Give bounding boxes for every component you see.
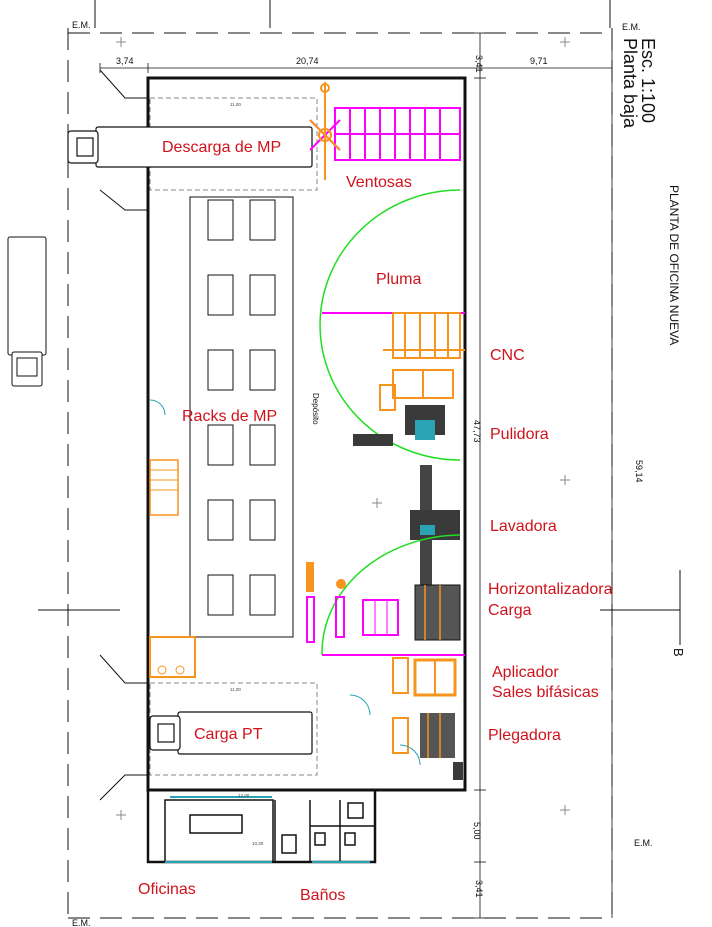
label-ventosas: Ventosas: [346, 174, 412, 191]
pluma-arc: [319, 189, 461, 461]
level-mark: E.M.: [622, 22, 641, 32]
label-aplicador: Aplicador: [492, 664, 559, 681]
level-mark: E.M.: [72, 918, 91, 927]
label-descarga: Descarga de MP: [162, 139, 281, 156]
dim-office-width: 12,00: [238, 793, 250, 798]
pulidora-machine: [353, 384, 445, 446]
column-markers: [116, 37, 570, 820]
scale-label: Esc. 1:100: [638, 38, 658, 123]
truck-carga-pt-icon: [149, 711, 313, 755]
truck-icon: [7, 236, 47, 387]
lavadora-machine: [410, 465, 460, 585]
left-wall-equipment: [149, 459, 196, 678]
label-oficinas: Oficinas: [138, 881, 196, 898]
dim-total-length: 59,14: [634, 460, 644, 483]
dim-truck-zone: 11,00: [230, 102, 241, 107]
label-carga: Carga: [488, 602, 532, 619]
racks-area: [189, 196, 294, 638]
label-racks: Racks de MP: [182, 408, 277, 425]
dim-office-depth-2: 10,30: [252, 841, 264, 846]
dim-top-gap: 3,41: [474, 55, 484, 73]
dim-office-depth: 5,00: [472, 822, 482, 840]
dim-width-main: 20,74: [296, 56, 319, 66]
label-sales: Sales bifásicas: [492, 684, 599, 701]
label-cnc: CNC: [490, 347, 525, 364]
cnc-machine: [383, 312, 465, 399]
offices-layout: [164, 799, 375, 863]
ventosas-crane: [309, 82, 341, 180]
label-plegadora: Plegadora: [488, 727, 561, 744]
label-pulidora: Pulidora: [490, 426, 549, 443]
door-swings: [149, 399, 421, 766]
rack-units: [207, 199, 276, 616]
plegadora-machine: [392, 713, 463, 780]
section-marker: B: [671, 648, 686, 657]
dim-truck-zone-2: 11,00: [230, 687, 241, 692]
ventosas-equipment: [309, 107, 461, 161]
dim-length-main: 47,73: [472, 420, 482, 443]
aplicador-machine: [392, 657, 457, 697]
label-carga-pt: Carga PT: [194, 726, 263, 743]
dim-bottom-gap: 3,41: [474, 880, 484, 898]
truck-access-lines: [99, 69, 148, 801]
dim-right-margin: 9,71: [530, 56, 548, 66]
floor-label: Planta baja: [620, 38, 640, 129]
label-horizontalizadora: Horizontalizadora: [488, 581, 613, 598]
level-mark: E.M.: [634, 838, 653, 848]
label-deposito: Depósito: [311, 393, 320, 425]
horizontalizadora-machine: [306, 562, 461, 643]
axis-lines: [38, 0, 681, 645]
office-plan-title: PLANTA DE OFICINA NUEVA: [667, 185, 681, 345]
offices-glazing: [165, 796, 370, 863]
label-pluma: Pluma: [376, 271, 421, 288]
dim-left-margin: 3,74: [116, 56, 134, 66]
level-mark: E.M.: [72, 20, 91, 30]
label-lavadora: Lavadora: [490, 518, 557, 535]
label-banos: Baños: [300, 887, 345, 904]
dimension-line-right: [474, 32, 613, 919]
horizontalizadora-arc: [321, 534, 461, 656]
